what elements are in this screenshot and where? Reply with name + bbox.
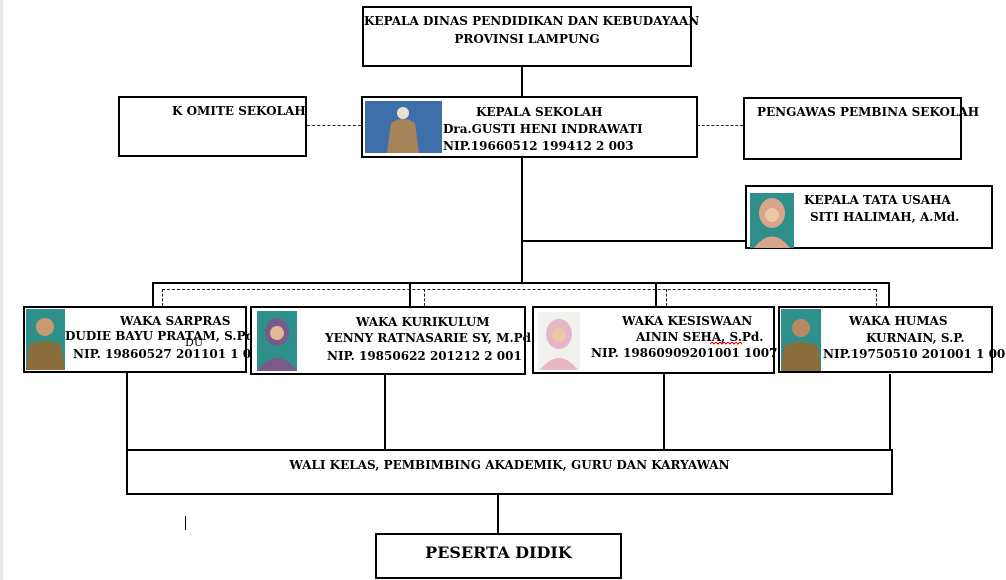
vice-student-photo [538, 312, 580, 370]
vice-pr-box: WAKA HUMAS KURNAIN, S.P. NIP.19750510 20… [778, 306, 1006, 373]
coordination-line [307, 125, 361, 126]
staff-label: WALI KELAS, PEMBIMBING AKADEMIK, GURU DA… [289, 458, 730, 472]
connector-line [409, 282, 411, 306]
head-office-line2: PROVINSI LAMPUNG [454, 32, 600, 46]
vice-facilities-name: DUDIE BAYU PRATAM, S.Pd [65, 329, 254, 343]
vice-student-title: WAKA KESISWAAN [622, 314, 753, 328]
vice-facilities-overlay: DU [185, 336, 204, 349]
connector-line [384, 374, 386, 450]
connector-line [497, 495, 499, 535]
supervisor-label: PENGAWAS PEMBINA SEKOLAH [757, 105, 980, 119]
admin-head-name: SITI HALIMAH, A.Md. [810, 210, 960, 224]
vice-pr-title: WAKA HUMAS [849, 314, 948, 328]
students-box: PESERTA DIDIK [375, 533, 622, 579]
vice-curriculum-box: WAKA KURIKULUM YENNY RATNASARIE SY, M.Pd… [250, 306, 531, 375]
connector-line [152, 282, 890, 284]
connector-line [888, 282, 890, 306]
vice-student-box: WAKA KESISWAAN AININ SEHA, S.Pd. NIP. 19… [532, 306, 778, 374]
committee-label: K OMITE SEKOLAH [172, 104, 306, 118]
principal-box: KEPALA SEKOLAH Dra.GUSTI HENI INDRAWATI … [361, 96, 698, 158]
vice-curriculum-title: WAKA KURIKULUM [356, 315, 490, 329]
vice-pr-name: KURNAIN, S.P. [866, 331, 965, 345]
supervisor-box: PENGAWAS PEMBINA SEKOLAH [743, 97, 979, 160]
connector-line [655, 282, 657, 306]
connector-line [523, 240, 745, 242]
principal-name: Dra.GUSTI HENI INDRAWATI [443, 122, 643, 136]
page-edge [0, 0, 3, 580]
coordination-line [424, 289, 425, 306]
head-office-line1: KEPALA DINAS PENDIDIKAN DAN KEBUDAYAAN [364, 14, 700, 28]
vice-facilities-title: WAKA SARPRAS [120, 314, 231, 328]
principal-photo [365, 101, 442, 153]
students-label: PESERTA DIDIK [425, 543, 572, 562]
vice-facilities-nip: NIP. 19860527 201101 1 001 [73, 347, 268, 361]
admin-head-box: KEPALA TATA USAHA SITI HALIMAH, A.Md. [745, 185, 993, 249]
vice-curriculum-name: YENNY RATNASARIE SY, M.Pd [325, 331, 532, 345]
connector-line [521, 157, 523, 282]
vice-facilities-photo [26, 309, 65, 370]
staff-box: WALI KELAS, PEMBIMBING AKADEMIK, GURU DA… [126, 449, 893, 495]
head-office-box: KEPALA DINAS PENDIDIKAN DAN KEBUDAYAAN P… [362, 6, 700, 67]
vice-student-name: AININ SEHA, S.Pd. [636, 330, 764, 344]
connector-line [521, 66, 523, 97]
spellcheck-underline [710, 342, 742, 345]
coordination-line [876, 289, 877, 306]
vice-curriculum-nip: NIP. 19850622 201212 2 001 [327, 349, 522, 363]
principal-title: KEPALA SEKOLAH [476, 105, 603, 119]
connector-line [152, 282, 154, 306]
vice-pr-nip: NIP.19750510 201001 1 006 [823, 347, 1006, 361]
connector-line [126, 372, 128, 450]
vice-student-nip: NIP. 19860909201001 1007 [591, 346, 778, 360]
coordination-line [697, 125, 743, 126]
vice-facilities-box: WAKA SARPRAS DUDIE BAYU PRATAM, S.Pd DU … [23, 306, 268, 373]
coordination-line [666, 289, 667, 306]
text-cursor [185, 516, 186, 530]
principal-nip: NIP.19660512 199412 2 003 [443, 139, 634, 153]
admin-head-photo [750, 193, 794, 248]
coordination-line [162, 289, 876, 290]
admin-head-title: KEPALA TATA USAHA [804, 193, 951, 207]
connector-line [663, 374, 665, 450]
coordination-line [162, 289, 163, 306]
connector-line [889, 374, 891, 450]
committee-box: K OMITE SEKOLAH [118, 96, 307, 157]
vice-curriculum-photo [257, 311, 297, 371]
vice-pr-photo [781, 309, 821, 371]
